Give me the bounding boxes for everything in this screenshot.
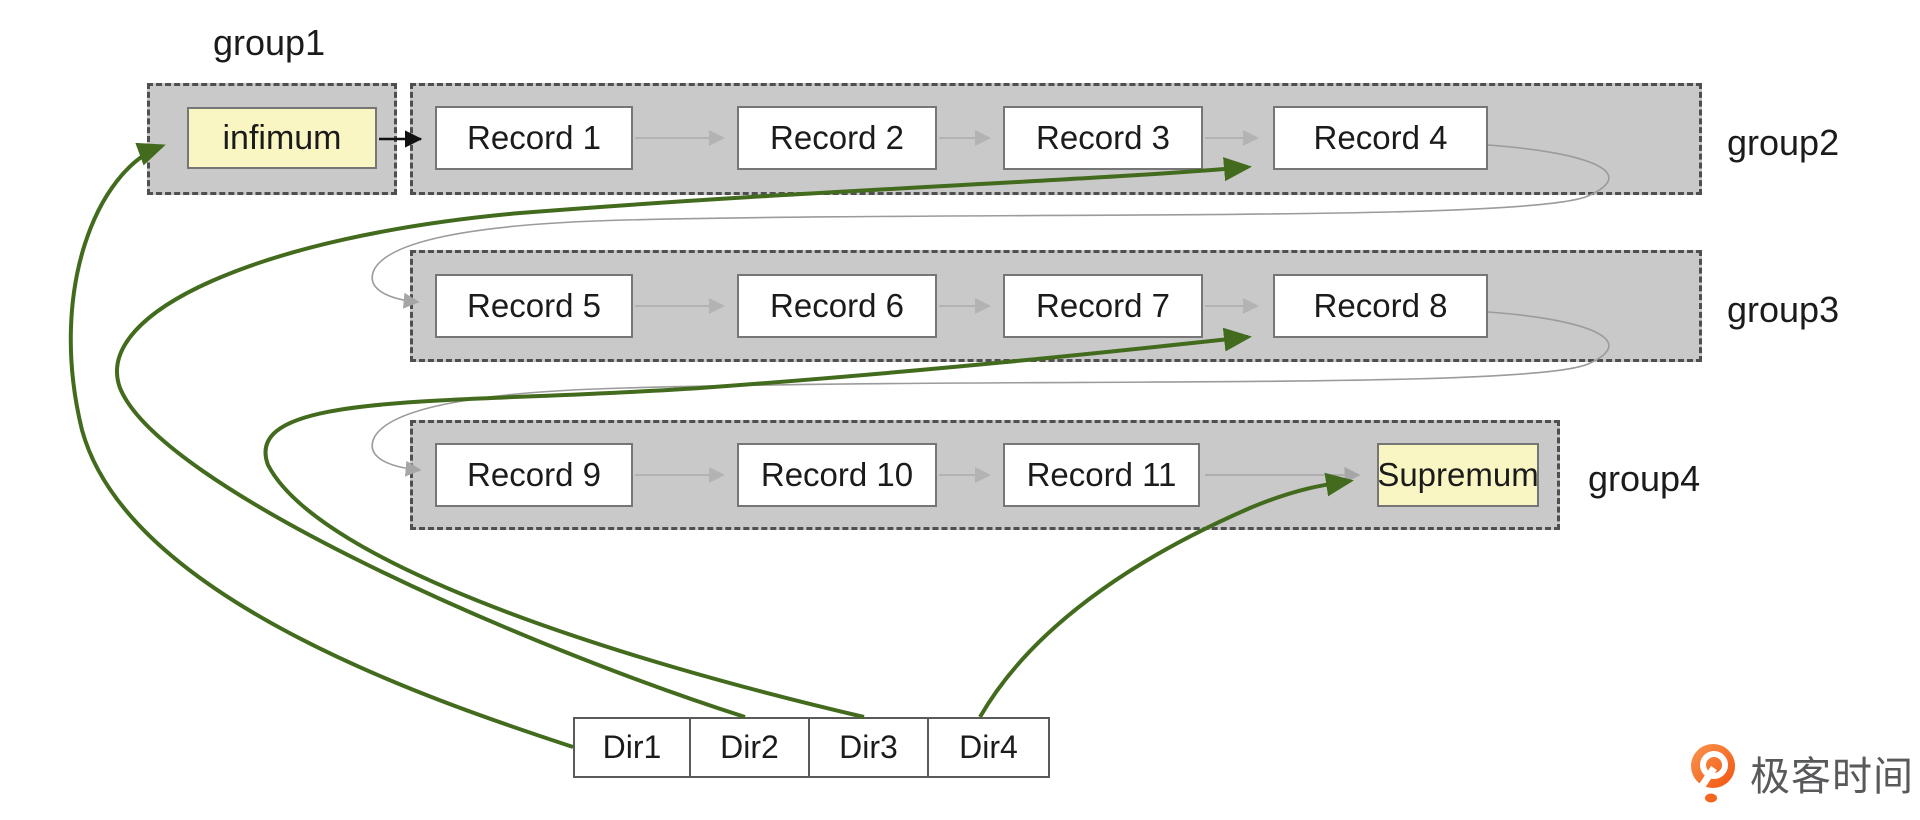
page-directory-table: Dir1 Dir2 Dir3 Dir4 bbox=[573, 717, 1050, 778]
record-node-4: Record 4 bbox=[1273, 106, 1488, 170]
record-node-2: Record 2 bbox=[737, 106, 937, 170]
supremum-node: Supremum bbox=[1377, 443, 1539, 507]
record-node-8: Record 8 bbox=[1273, 274, 1488, 338]
record-node-5: Record 5 bbox=[435, 274, 633, 338]
group4-label: group4 bbox=[1588, 458, 1701, 499]
record-node-3: Record 3 bbox=[1003, 106, 1203, 170]
infimum-node: infimum bbox=[187, 107, 377, 169]
dir-slot-1: Dir1 bbox=[575, 719, 691, 776]
geektime-logo-text: 极客时间 bbox=[1750, 755, 1914, 799]
geektime-logo: 极客时间 bbox=[1686, 742, 1914, 804]
geektime-pin-icon bbox=[1691, 744, 1735, 803]
record-node-10: Record 10 bbox=[737, 443, 937, 507]
dir-slot-3: Dir3 bbox=[810, 719, 929, 776]
group1-label: group1 bbox=[213, 22, 326, 63]
group2-label: group2 bbox=[1727, 122, 1840, 163]
dir-slot-2: Dir2 bbox=[691, 719, 810, 776]
record-node-11: Record 11 bbox=[1003, 443, 1200, 507]
record-node-7: Record 7 bbox=[1003, 274, 1203, 338]
record-node-1: Record 1 bbox=[435, 106, 633, 170]
dir-slot-4: Dir4 bbox=[959, 729, 1018, 765]
group3-label: group3 bbox=[1727, 289, 1840, 330]
record-node-9: Record 9 bbox=[435, 443, 633, 507]
record-node-6: Record 6 bbox=[737, 274, 937, 338]
